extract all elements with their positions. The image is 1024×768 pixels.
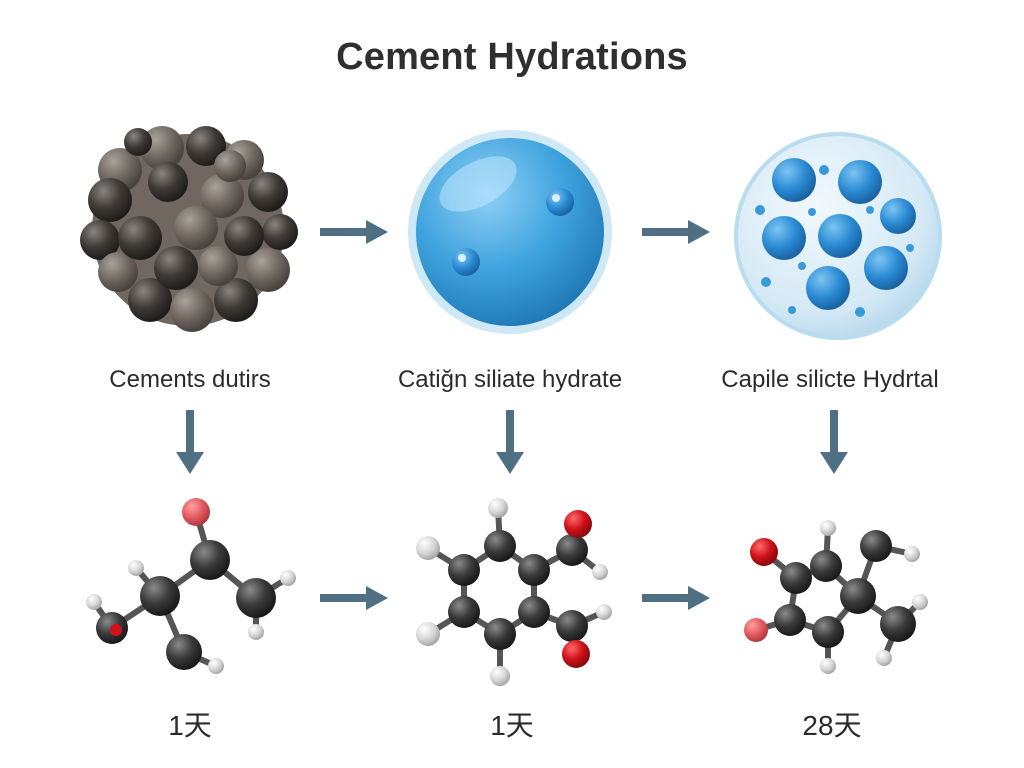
arrow-right-icon [320, 586, 388, 610]
arrow-right-icon [642, 220, 710, 244]
molecule-3-icon [744, 520, 928, 674]
page-title: Cement Hydrations [336, 36, 688, 78]
arrow-right-icon [642, 586, 710, 610]
stage-3-day: 28天 [802, 710, 862, 741]
stage-2-day: 1天 [490, 710, 534, 741]
stage-3-label: Capile silicte Hydrtal [721, 366, 939, 393]
arrow-down-icon [176, 410, 204, 474]
calcium-silicate-sphere-icon [408, 130, 612, 334]
arrow-right-icon [320, 220, 388, 244]
arrow-down-icon [820, 410, 848, 474]
stage-1-label: Cements dutirs [109, 366, 271, 393]
stage-1-day: 1天 [168, 710, 212, 741]
molecule-1-icon [86, 498, 296, 674]
cement-particle-icon [80, 126, 298, 332]
capillary-silicate-sphere-icon [734, 132, 942, 340]
arrow-down-icon [496, 410, 524, 474]
molecule-2-icon [416, 498, 612, 686]
stage-2-label: Catiğn siliate hydrate [397, 366, 623, 393]
